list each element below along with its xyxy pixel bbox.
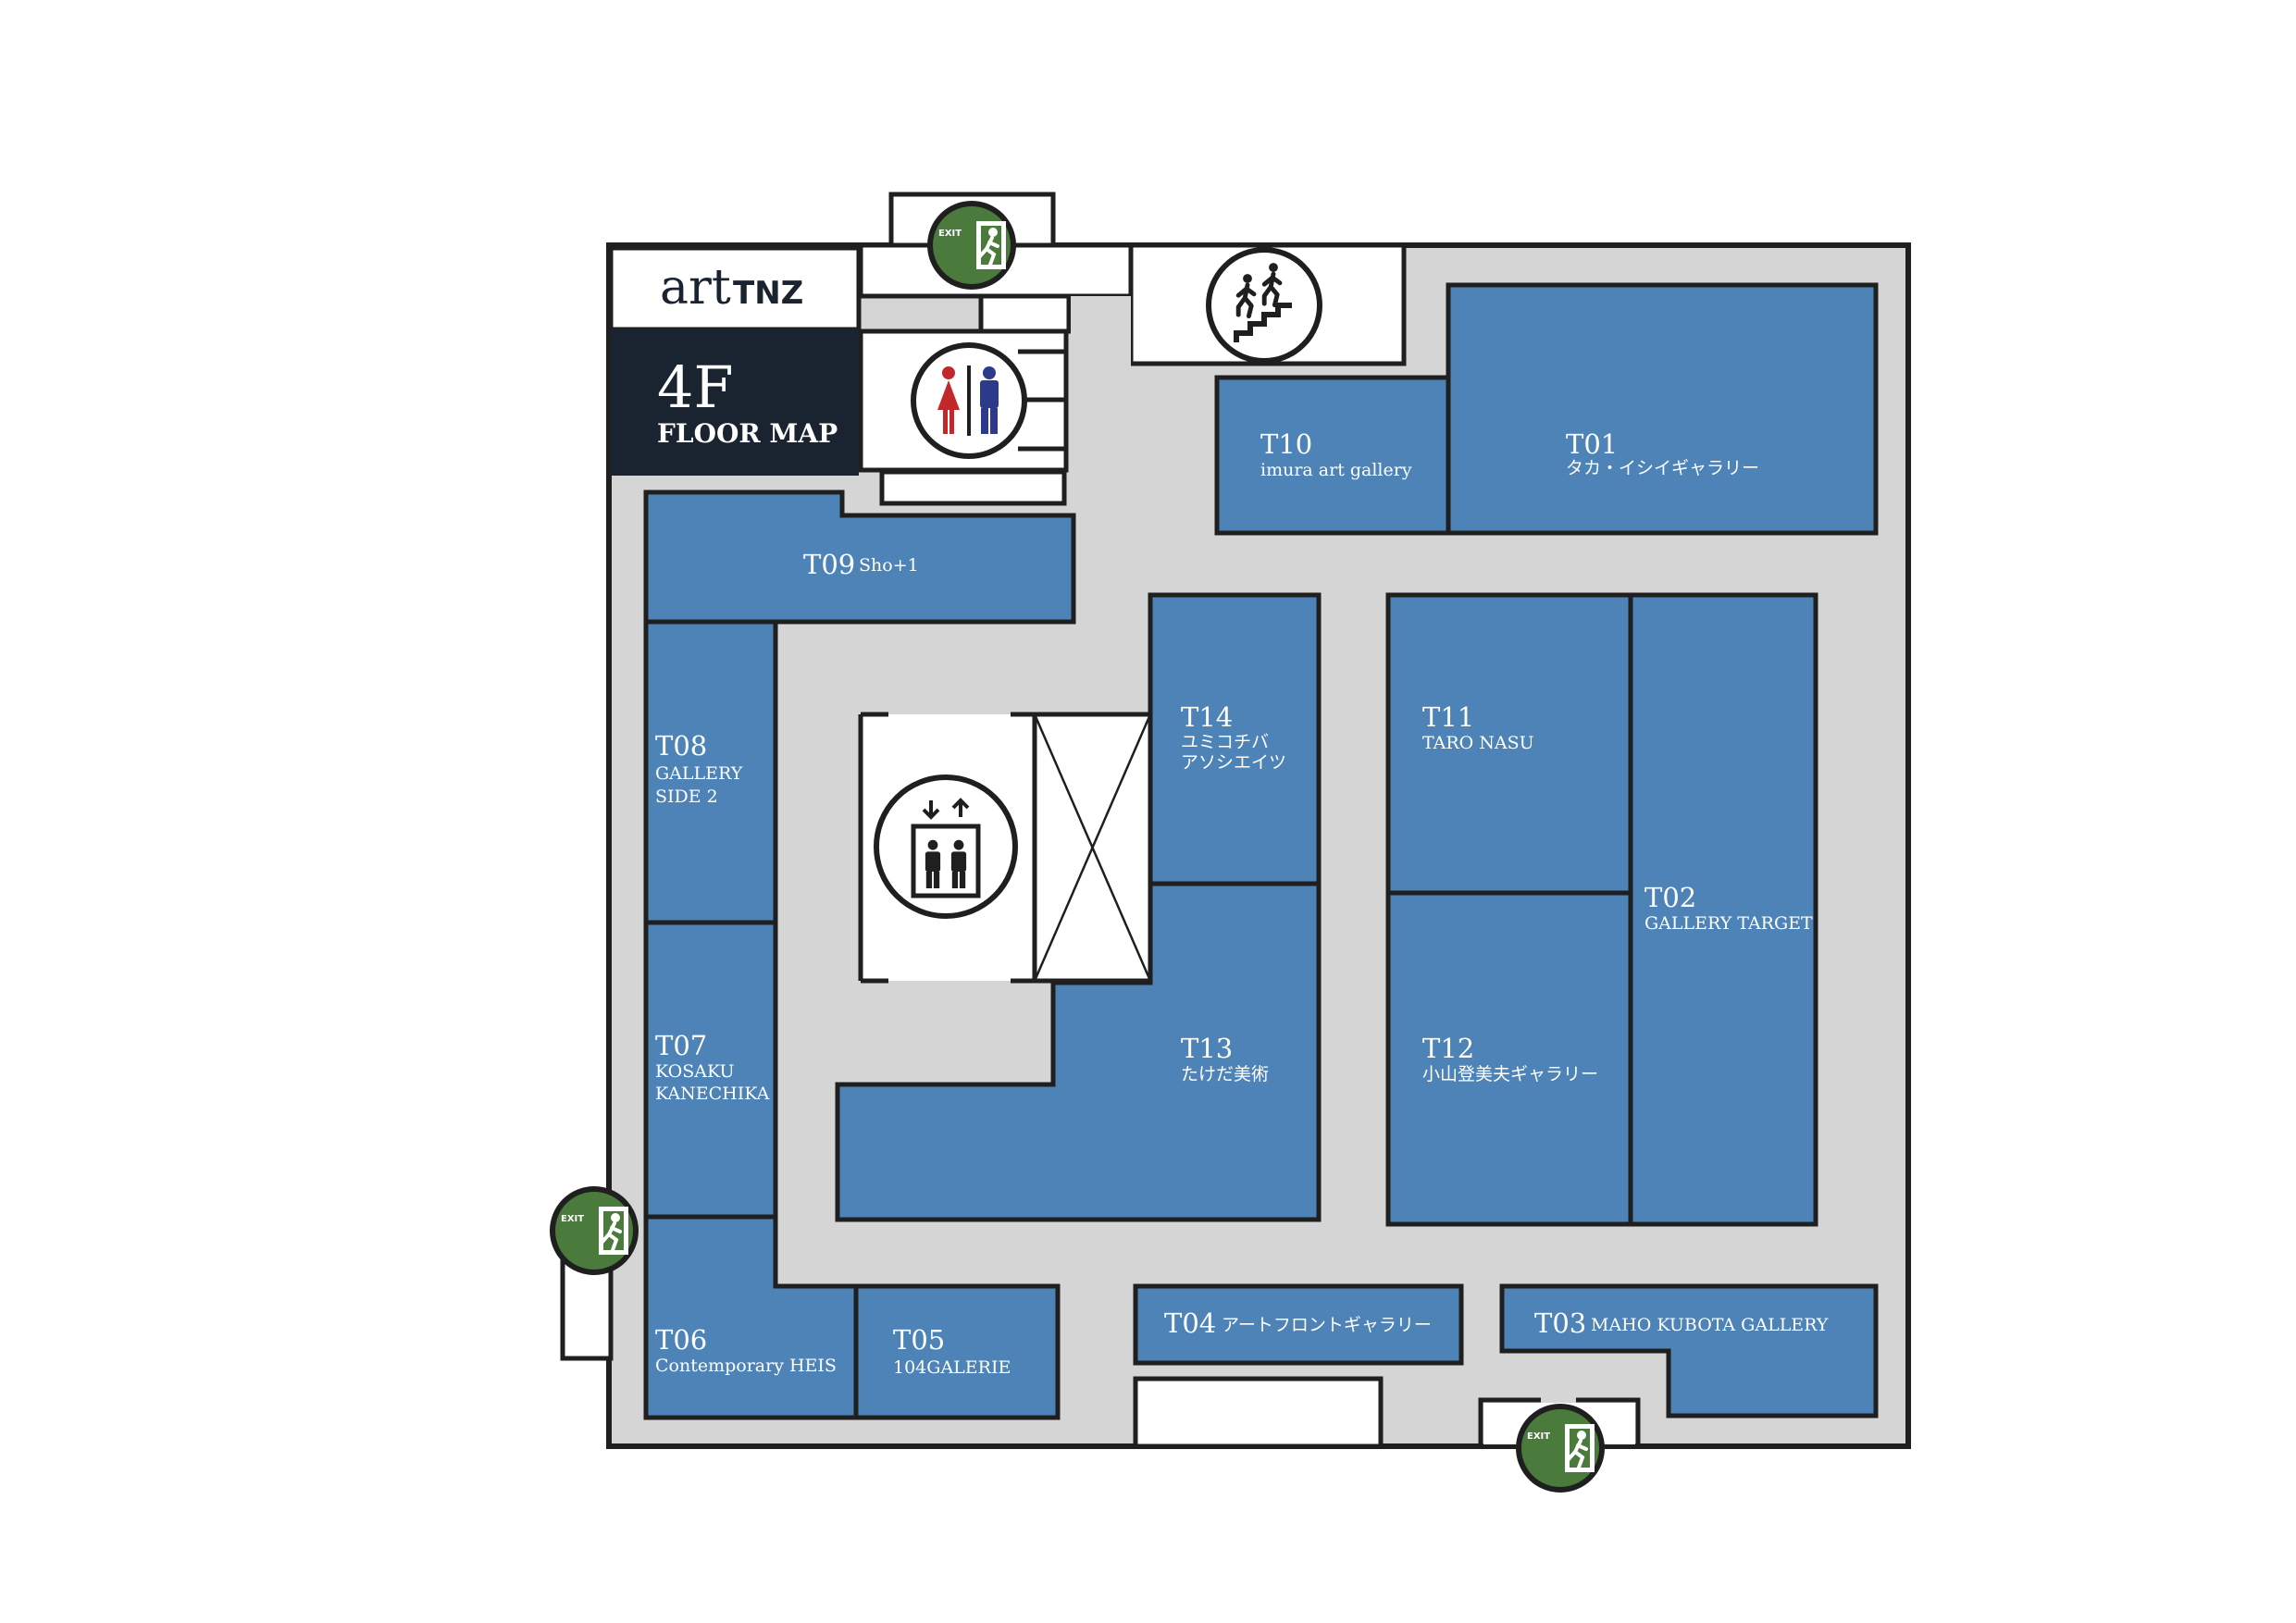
emergency-exit-icon-top: EXIT (930, 204, 1013, 287)
svg-text:T13: T13 (1181, 1033, 1233, 1064)
svg-text:TARO NASU: TARO NASU (1422, 733, 1534, 753)
storage-room-bottom (1133, 1376, 1384, 1449)
svg-text:T05: T05 (893, 1324, 945, 1356)
booth-t11[interactable]: T11 TARO NASU (1385, 592, 1633, 896)
emergency-exit-icon-left: EXIT (552, 1189, 636, 1272)
svg-text:T07: T07 (655, 1030, 707, 1061)
booth-t08[interactable]: T08 GALLERY SIDE 2 (643, 619, 778, 925)
floor-number: 4F (657, 353, 733, 421)
svg-text:T09: T09 (803, 549, 855, 580)
emergency-exit-icon-bottom: EXIT (1519, 1406, 1602, 1490)
stairs-icon (1206, 247, 1322, 364)
booth-t09[interactable]: T09 Sho+1 (643, 489, 1076, 625)
svg-text:T03: T03 (1534, 1307, 1586, 1339)
booth-t14[interactable]: T14 ユミコチバ アソシエイツ (1148, 592, 1322, 886)
svg-text:T08: T08 (655, 730, 707, 762)
booth-t12[interactable]: T12 小山登美夫ギャラリー (1385, 890, 1633, 1227)
booth-t05[interactable]: T05 104GALERIE (853, 1283, 1061, 1420)
svg-text:EXIT: EXIT (938, 229, 962, 239)
svg-text:小山登美夫ギャラリー: 小山登美夫ギャラリー (1422, 1064, 1598, 1084)
svg-text:imura art gallery: imura art gallery (1260, 460, 1412, 480)
booth-t03[interactable]: T03 MAHO KUBOTA GALLERY (1499, 1283, 1879, 1419)
svg-text:SIDE 2: SIDE 2 (655, 787, 718, 807)
svg-text:T10: T10 (1260, 428, 1312, 460)
svg-text:T12: T12 (1422, 1033, 1474, 1064)
svg-text:GALLERY: GALLERY (655, 763, 743, 784)
service-room-small (978, 293, 1072, 334)
svg-text:T01: T01 (1566, 428, 1618, 460)
title-panel (611, 329, 859, 476)
booth-t02[interactable]: T02 GALLERY TARGET (1628, 592, 1818, 1227)
svg-text:T02: T02 (1644, 882, 1696, 913)
svg-text:KANECHIKA: KANECHIKA (655, 1084, 770, 1104)
svg-text:T11: T11 (1422, 701, 1474, 733)
restroom-icon (911, 342, 1027, 459)
booth-t10[interactable]: T10 imura art gallery (1214, 375, 1451, 536)
floor-subtitle: FLOOR MAP (657, 418, 838, 449)
svg-text:T06: T06 (655, 1324, 707, 1356)
svg-text:EXIT: EXIT (561, 1214, 584, 1224)
booth-t07[interactable]: T07 KOSAKU KANECHIKA (643, 920, 778, 1220)
svg-text:ユミコチバ: ユミコチバ (1181, 732, 1269, 752)
svg-text:T14: T14 (1181, 701, 1233, 733)
svg-text:104GALERIE: 104GALERIE (893, 1357, 1011, 1378)
logo-panel (608, 245, 862, 332)
svg-text:Contemporary HEIS: Contemporary HEIS (655, 1356, 837, 1376)
svg-text:GALLERY TARGET: GALLERY TARGET (1644, 913, 1813, 934)
elevator-shaft (1032, 712, 1153, 984)
svg-text:KOSAKU: KOSAKU (655, 1061, 735, 1082)
booth-t04[interactable]: T04 アートフロントギャラリー (1133, 1283, 1464, 1366)
svg-text:EXIT: EXIT (1527, 1431, 1550, 1442)
logo-art: art (660, 260, 731, 316)
svg-text:タカ・イシイギャラリー: タカ・イシイギャラリー (1566, 458, 1759, 478)
svg-text:アートフロントギャラリー: アートフロントギャラリー (1222, 1315, 1432, 1335)
svg-text:たけだ美術: たけだ美術 (1181, 1064, 1269, 1084)
svg-text:Sho+1: Sho+1 (859, 555, 919, 576)
storage-room (879, 469, 1067, 506)
service-corridor-gap (1071, 296, 1131, 481)
booth-t01[interactable]: T01 タカ・イシイギャラリー (1446, 282, 1879, 536)
elevator-icon (874, 774, 1018, 919)
svg-text:MAHO KUBOTA GALLERY: MAHO KUBOTA GALLERY (1591, 1315, 1829, 1335)
svg-text:T04: T04 (1164, 1307, 1216, 1339)
logo-tnz: TNZ (733, 275, 803, 312)
svg-text:アソシエイツ: アソシエイツ (1181, 752, 1286, 773)
